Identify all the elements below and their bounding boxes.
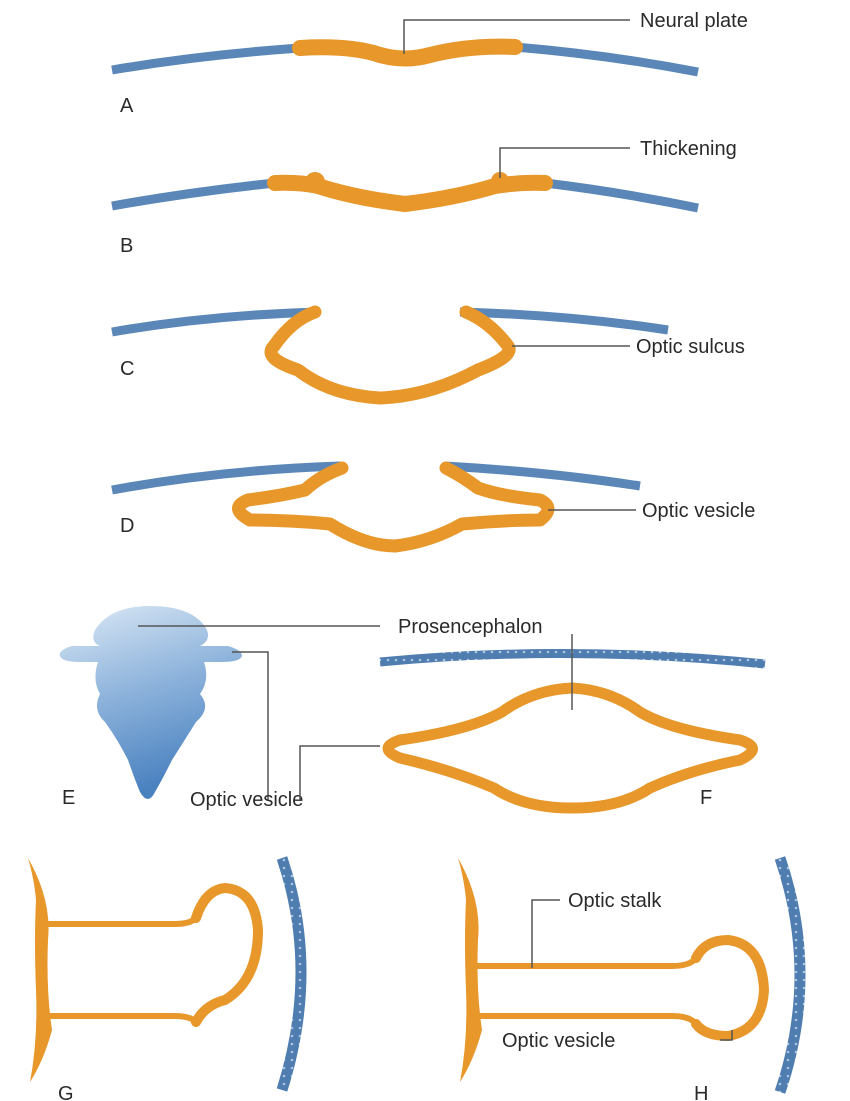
optic-stalk [476,958,696,1024]
optic-stalk [46,918,196,1022]
panel-letter-a: A [120,95,134,117]
panel-g: G [28,858,301,1101]
thickening-left [305,172,325,192]
panel-letter-h: H [694,1083,708,1101]
neural-plate-label: Neural plate [640,10,748,32]
optic-sulcus-neural-fold [271,312,509,398]
thickening-leader [500,148,630,178]
panel-letter-e: E [62,787,75,809]
panel-h: Optic stalk Optic vesicle H [458,858,800,1101]
optic-vesicle-label: Optic vesicle [190,789,303,811]
optic-vesicle-bulb [696,940,764,1036]
panel-e: Optic vesicle E [60,606,304,811]
panel-letter-f: F [700,787,712,809]
surface-ectoderm-left [112,183,275,206]
surface-ectoderm-left [112,48,300,70]
thickening-label: Thickening [640,138,737,160]
panel-letter-c: C [120,358,134,380]
prosencephalon-embryo-shape [60,606,242,799]
surface-ectoderm-arc [780,858,800,1092]
panel-letter-g: G [58,1083,74,1101]
surface-ectoderm-right [515,47,698,72]
optic-stalk-leader [532,900,560,968]
optic-vesicle-leader [232,652,268,800]
optic-vesicle-bulb [196,888,258,1022]
optic-vesicle-neural-fold [238,468,548,546]
panel-c: Optic sulcus C [112,312,745,398]
optic-sulcus-label: Optic sulcus [636,336,745,358]
panel-letter-d: D [120,515,134,537]
panel-a: Neural plate A [112,10,748,117]
surface-ectoderm-right [545,183,698,208]
optic-vesicle-label: Optic vesicle [502,1030,615,1052]
prosencephalon-label: Prosencephalon [398,616,543,638]
panel-letter-b: B [120,235,133,257]
panel-d: Optic vesicle D [112,466,755,546]
neural-tube-wall [28,858,52,1082]
optic-vesicle-leader-f [300,746,380,800]
optic-stalk-label: Optic stalk [568,890,662,912]
optic-vesicle-label: Optic vesicle [642,500,755,522]
neural-plate [300,47,515,59]
panel-b: Thickening B [112,138,737,257]
panel-f: Prosencephalon F [138,616,765,809]
neural-tube-wall [458,858,482,1082]
surface-ectoderm-arc [282,858,301,1090]
prosencephalon-cross-section [388,688,753,808]
